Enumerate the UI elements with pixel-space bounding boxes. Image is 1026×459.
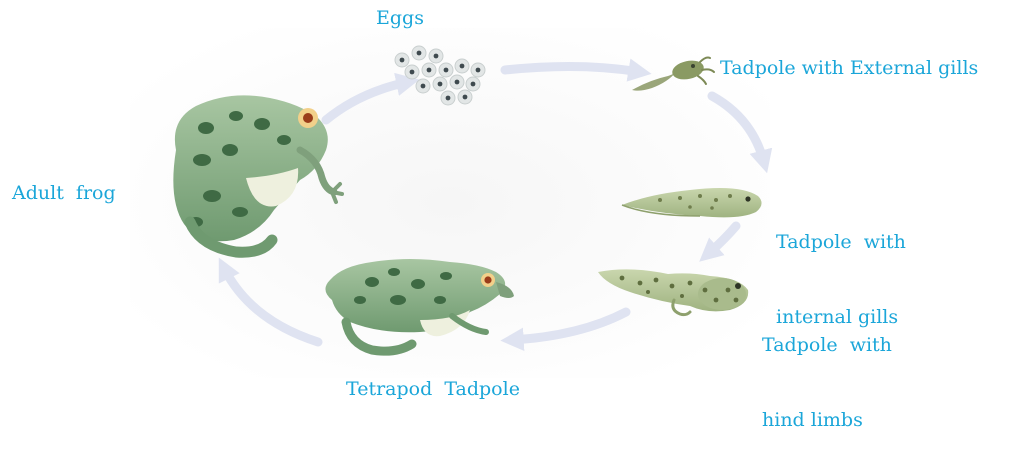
label-tetrapod-tadpole: Tetrapod Tadpole xyxy=(346,377,520,402)
label-tadpole-hind-limbs-line-2: hind limbs xyxy=(762,408,892,433)
label-tadpole-hind-limbs-line-1: Tadpole with xyxy=(762,333,892,358)
label-tadpole-internal-gills-line-1: Tadpole with xyxy=(776,230,906,255)
label-adult-frog: Adult frog xyxy=(12,181,116,206)
label-tadpole-hind-limbs: Tadpole with hind limbs xyxy=(762,283,892,459)
label-tadpole-external-gills: Tadpole with External gills xyxy=(720,56,978,81)
label-eggs: Eggs xyxy=(376,6,424,31)
